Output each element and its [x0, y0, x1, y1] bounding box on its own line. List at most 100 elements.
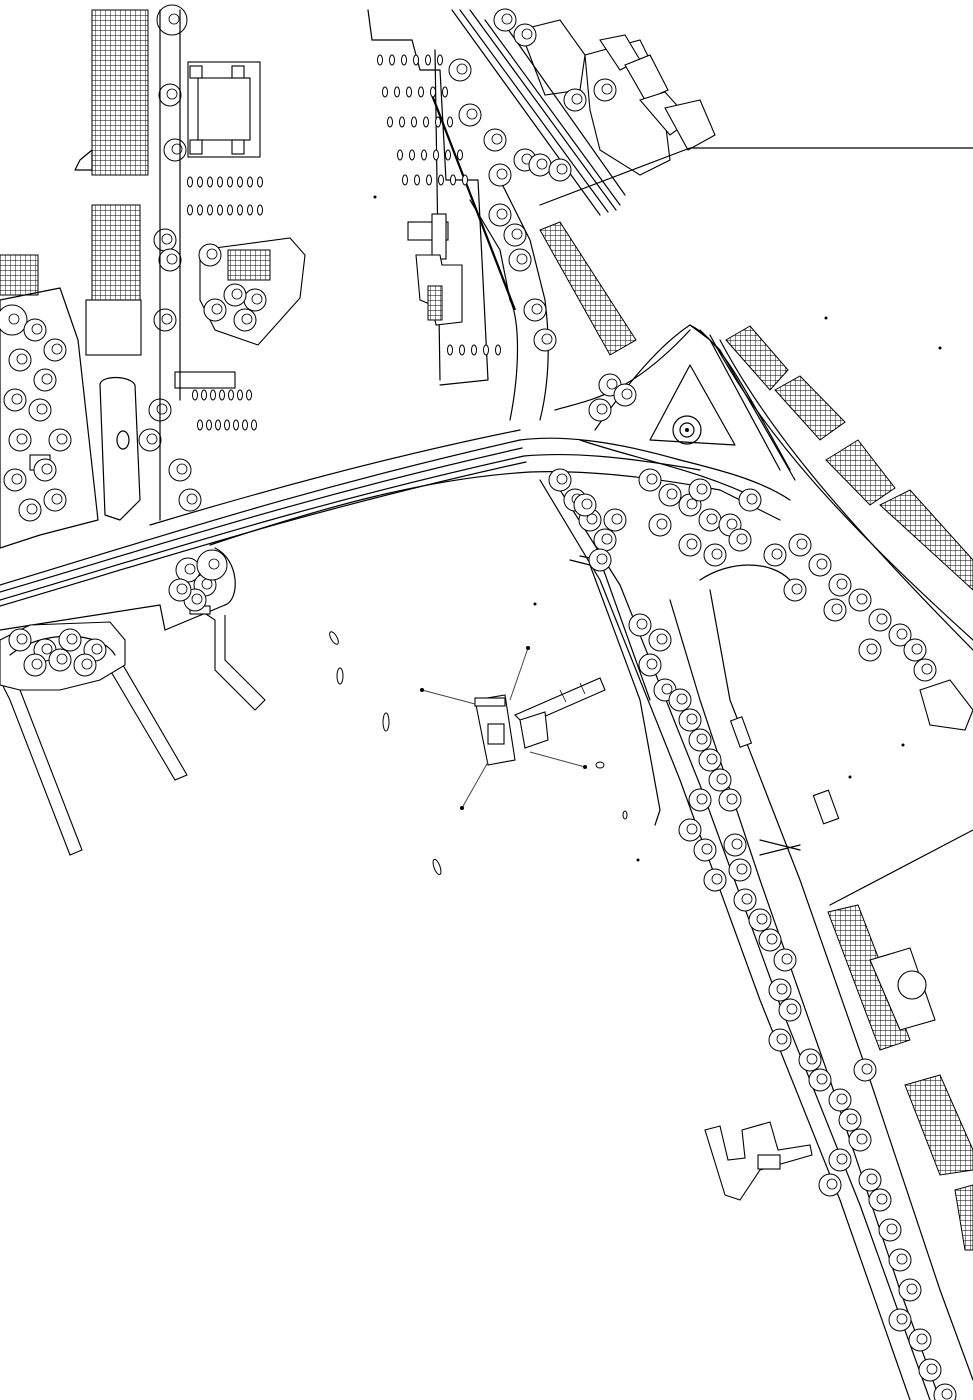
parked-car [257, 176, 263, 188]
tree [628, 613, 652, 637]
tree-crown [741, 893, 753, 905]
tree [73, 653, 97, 677]
tree-crown [556, 163, 568, 175]
tree [648, 513, 672, 537]
tree-crown [596, 403, 608, 415]
parked-car [206, 419, 212, 431]
parked-car [418, 86, 424, 98]
tree-crown [661, 683, 673, 695]
tree-crown [726, 793, 738, 805]
northwest-details [99, 9, 181, 521]
tree [688, 478, 712, 502]
parked-car [227, 176, 233, 188]
tree [888, 1248, 912, 1272]
tree-crown [676, 693, 688, 705]
parked-car [411, 116, 417, 128]
tree [156, 4, 188, 36]
tree-crown [186, 493, 198, 505]
tree [733, 888, 757, 912]
tree-crown [766, 933, 778, 945]
tree-crown [601, 83, 613, 95]
tree [773, 948, 797, 972]
parked-car [426, 174, 432, 186]
tree-crown [521, 28, 533, 40]
tree-crown [836, 1153, 848, 1165]
tree-crown [906, 1283, 918, 1295]
tree-crown [736, 863, 748, 875]
parked-car [192, 389, 198, 401]
tree [563, 88, 587, 112]
parked-car [247, 204, 253, 216]
tree-crown [231, 288, 243, 300]
tree-crown [56, 433, 68, 445]
tree-crown [836, 1093, 848, 1105]
boats [329, 631, 628, 876]
tree [768, 1028, 792, 1052]
tree [703, 543, 727, 567]
tree [688, 788, 712, 812]
tree [18, 498, 42, 522]
parked-car [207, 204, 213, 216]
tree-crown [31, 658, 43, 670]
tree [828, 1088, 852, 1112]
parked-car [237, 176, 243, 188]
north-marina [367, 9, 517, 386]
parked-car [246, 389, 252, 401]
tree-crown [786, 1003, 798, 1015]
tree-crown [746, 493, 758, 505]
main-coastal-road [0, 429, 791, 607]
map-dots [373, 195, 942, 862]
tree [178, 488, 202, 512]
parked-car [197, 419, 203, 431]
tree-crown [941, 1388, 953, 1400]
tree [33, 458, 57, 482]
tree-crown [656, 518, 668, 530]
parked-car [201, 389, 207, 401]
tree-crown [711, 873, 723, 885]
tree-crown [686, 823, 698, 835]
parked-car [447, 344, 453, 356]
tree [738, 488, 762, 512]
southeast-buildings [729, 679, 973, 1251]
tree-crown [621, 388, 633, 400]
northwest-park [0, 287, 99, 549]
tree [638, 653, 662, 677]
tree [868, 1188, 892, 1212]
tree [913, 658, 937, 682]
tree-crown [184, 563, 196, 575]
parked-car [377, 54, 383, 66]
tree [138, 428, 162, 452]
tree [783, 578, 807, 602]
tree-crown [686, 713, 698, 725]
tree [163, 138, 187, 162]
tree-crown [736, 533, 748, 545]
parked-car [187, 204, 193, 216]
tree [8, 428, 32, 452]
tree [688, 728, 712, 752]
parked-car [242, 419, 248, 431]
parked-car [459, 344, 465, 356]
tree-crown [756, 913, 768, 925]
tree [698, 508, 722, 532]
parked-car [402, 174, 408, 186]
tree [903, 638, 927, 662]
tree [548, 468, 572, 492]
tree [918, 1358, 942, 1382]
tree-crown [816, 1073, 828, 1085]
tree-crown [886, 1223, 898, 1235]
tree [196, 549, 228, 581]
tree [678, 533, 702, 557]
parked-car [219, 389, 225, 401]
tree [638, 468, 662, 492]
tree-crown [81, 658, 93, 670]
tree-crown [806, 1053, 818, 1065]
tree [48, 428, 72, 452]
tree [203, 298, 227, 322]
tree-crown [836, 578, 848, 590]
tree-crown [16, 633, 28, 645]
tree-crown [911, 643, 923, 655]
tree [588, 548, 612, 572]
tree-crown [726, 518, 738, 530]
tree-crown [861, 1063, 873, 1075]
